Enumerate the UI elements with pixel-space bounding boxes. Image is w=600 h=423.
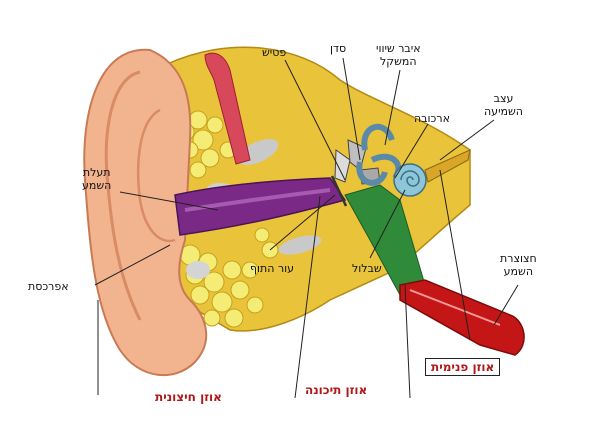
label-stirrup: שבלול [352, 262, 382, 275]
ear-canal-highlight [184, 188, 331, 212]
label-balance-organ-line2: המשקל [380, 55, 417, 68]
label-auditory-nerve: עצב השמיעה [484, 92, 523, 118]
region-inner-ear: אוזן פנימית [425, 358, 501, 376]
label-balance-organ: איבר שיווי המשקל [376, 42, 421, 68]
label-anvil: סדן [330, 42, 347, 55]
eustachian-tube [399, 279, 525, 356]
pointer-lines [94, 57, 519, 399]
label-eardrum: עור התוף [250, 262, 295, 275]
eustachian-tube-highlight [409, 289, 501, 326]
label-ear-canal: תעלת השמע [82, 166, 111, 192]
label-eustachian-tube-line2: השמע [503, 265, 534, 278]
pinna-helix [104, 70, 142, 321]
label-hammer: פטיש [262, 46, 287, 59]
cavity-left [186, 261, 210, 279]
label-pinna: אפרכסת [28, 280, 69, 293]
label-eustachian-tube-line1: חצוצרת [500, 252, 537, 265]
label-auditory-nerve-line1: עצב [493, 92, 514, 105]
cavity-lower [278, 235, 322, 255]
pinna [83, 48, 208, 377]
label-balance-organ-line1: איבר שיווי [376, 42, 421, 55]
region-outer-ear: אוזן חיצונית [155, 390, 222, 404]
label-eustachian-tube: חצוצרת השמע [500, 252, 537, 278]
cochlea-shape [393, 163, 427, 197]
pinna-concha [136, 108, 176, 243]
region-middle-ear: אוזן תיכונה [305, 383, 368, 397]
label-ear-canal-line2: השמע [82, 179, 112, 192]
muscle-strip [204, 52, 251, 165]
label-cochlea: ארכובה [414, 112, 450, 125]
cochlea-spiral [400, 170, 420, 187]
label-ear-canal-line1: תעלת [82, 166, 111, 179]
auditory-nerve [424, 149, 471, 183]
ossicle-hammer [334, 149, 351, 183]
label-auditory-nerve-line2: השמיעה [484, 105, 523, 118]
eardrum-line [330, 175, 348, 207]
